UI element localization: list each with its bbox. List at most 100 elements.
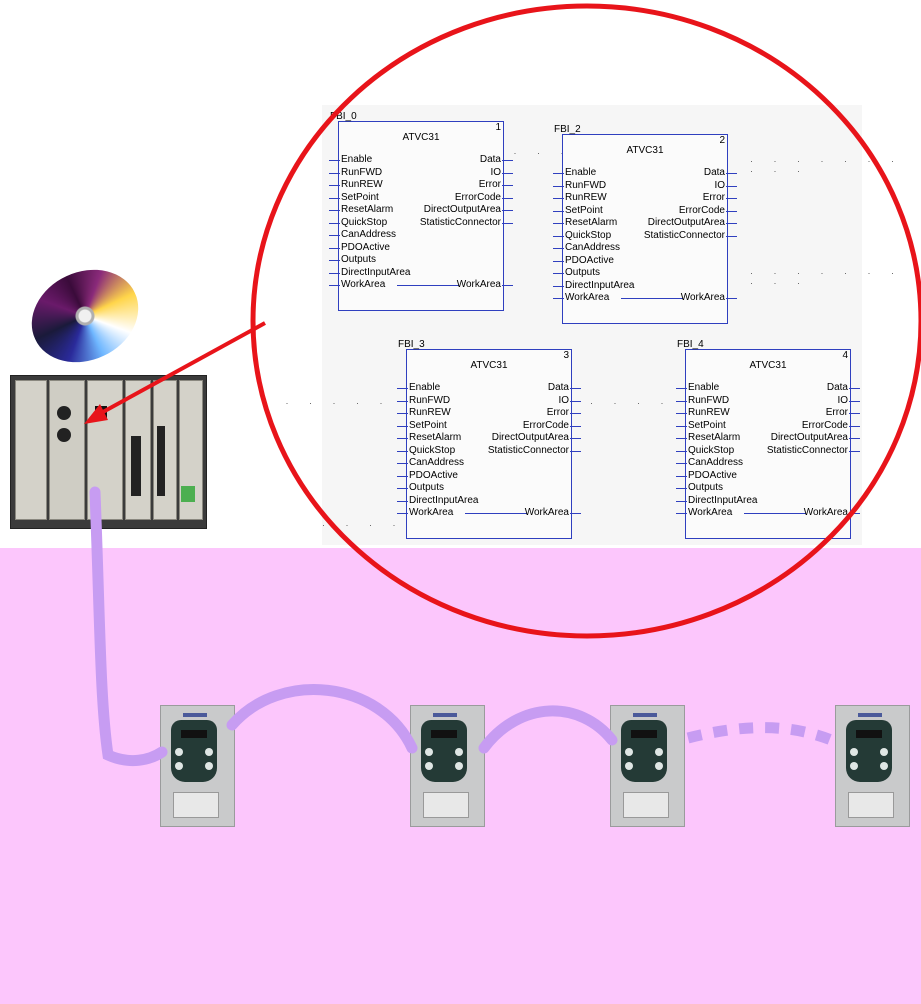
fb-input-pin[interactable]: RunFWD (675, 394, 730, 406)
grid-dots-row: · · · · · · · · · · (750, 268, 903, 288)
fb-input-pin[interactable]: SetPoint (553, 204, 603, 216)
fb-input-pin[interactable]: ResetAlarm (552, 217, 618, 228)
fb-output-pin[interactable]: StatisticConnector (643, 229, 738, 241)
fb-output-pin[interactable]: Error (825, 407, 861, 418)
fb-execution-index: 2 (719, 135, 725, 146)
fb-input-pin[interactable]: CanAddress (675, 457, 744, 468)
fb-input-pin[interactable]: PDOActive (397, 469, 458, 481)
fb-output-pin[interactable]: ErrorCode (522, 419, 582, 431)
fb-output-pin[interactable]: Data (826, 382, 861, 393)
variable-speed-drive-icon (160, 705, 235, 827)
fb-type-name: ATVC31 (626, 145, 664, 156)
fb-input-pin[interactable]: RunFWD (396, 394, 451, 406)
fb-instance-name: FBI_3 (398, 339, 425, 350)
fb-output-pin[interactable]: StatisticConnector (766, 444, 861, 456)
fb-input-pin[interactable]: WorkArea (396, 507, 454, 518)
variable-speed-drive-icon (610, 705, 685, 827)
fb-output-pin[interactable]: DirectOutputArea (423, 204, 514, 215)
fb-output-pin[interactable]: WorkArea (456, 279, 514, 290)
fb-output-pin[interactable]: DirectOutputArea (770, 432, 861, 443)
variable-speed-drive-icon (835, 705, 910, 827)
fb-input-pin[interactable]: PDOActive (676, 469, 737, 481)
fb-input-pin[interactable]: CanAddress (552, 242, 621, 253)
fb-input-pin[interactable]: Outputs (328, 254, 377, 265)
fb-input-pin[interactable]: Enable (675, 382, 720, 393)
fb-input-pin[interactable]: ResetAlarm (675, 432, 741, 443)
fb-output-pin[interactable]: IO (837, 394, 860, 406)
fb-input-pin[interactable]: Outputs (396, 482, 445, 493)
workarea-passthrough-wire (621, 298, 683, 299)
fb-input-pin[interactable]: Enable (328, 154, 373, 165)
fb-instance-name: FBI_2 (554, 124, 581, 135)
fb-output-pin[interactable]: ErrorCode (454, 191, 514, 203)
variable-speed-drive-icon (410, 705, 485, 827)
fb-execution-index: 4 (842, 350, 848, 361)
fb-input-pin[interactable]: Enable (396, 382, 441, 393)
fb-instance-name: FBI_4 (677, 339, 704, 350)
fb-output-pin[interactable]: Error (546, 407, 582, 418)
fb-output-pin[interactable]: Data (703, 167, 738, 178)
fb-input-pin[interactable]: RunREW (329, 179, 383, 190)
fb-execution-index: 1 (495, 122, 501, 133)
grid-dots-row: · · · · · · · · · · (750, 156, 903, 176)
fb-input-pin[interactable]: ResetAlarm (396, 432, 462, 443)
fb-input-pin[interactable]: Outputs (552, 267, 601, 278)
fb-output-pin[interactable]: ErrorCode (678, 204, 738, 216)
fb-input-pin[interactable]: RunFWD (552, 179, 607, 191)
workarea-passthrough-wire (465, 513, 527, 514)
fb-output-pin[interactable]: Error (478, 179, 514, 190)
fb-input-pin[interactable]: Enable (552, 167, 597, 178)
fb-output-pin[interactable]: Data (479, 154, 514, 165)
fb-output-pin[interactable]: StatisticConnector (487, 444, 582, 456)
fb-input-pin[interactable]: DirectInputArea (328, 266, 411, 278)
fb-input-pin[interactable]: ResetAlarm (328, 204, 394, 215)
fb-input-pin[interactable]: PDOActive (553, 254, 614, 266)
fb-execution-index: 3 (563, 350, 569, 361)
fb-input-pin[interactable]: CanAddress (328, 229, 397, 240)
workarea-passthrough-wire (744, 513, 806, 514)
plc-rack-icon (10, 375, 207, 529)
fb-input-pin[interactable]: WorkArea (552, 292, 610, 303)
fb-output-pin[interactable]: IO (714, 179, 737, 191)
fb-input-pin[interactable]: QuickStop (396, 444, 456, 456)
fb-input-pin[interactable]: SetPoint (397, 419, 447, 431)
fb-input-pin[interactable]: WorkArea (675, 507, 733, 518)
fb-output-pin[interactable]: Data (547, 382, 582, 393)
fb-output-pin[interactable]: IO (490, 166, 513, 178)
fb-input-pin[interactable]: RunREW (553, 192, 607, 203)
fb-output-pin[interactable]: Error (702, 192, 738, 203)
fb-input-pin[interactable]: QuickStop (552, 229, 612, 241)
fb-input-pin[interactable]: Outputs (675, 482, 724, 493)
fb-input-pin[interactable]: WorkArea (328, 279, 386, 290)
fb-input-pin[interactable]: CanAddress (396, 457, 465, 468)
fb-output-pin[interactable]: StatisticConnector (419, 216, 514, 228)
fb-output-pin[interactable]: DirectOutputArea (491, 432, 582, 443)
fb-output-pin[interactable]: WorkArea (524, 507, 582, 518)
fb-input-pin[interactable]: DirectInputArea (396, 494, 479, 506)
fb-input-pin[interactable]: PDOActive (329, 241, 390, 253)
fb-input-pin[interactable]: SetPoint (329, 191, 379, 203)
fb-instance-name: FBI_0 (330, 111, 357, 122)
fb-input-pin[interactable]: RunFWD (328, 166, 383, 178)
fb-input-pin[interactable]: DirectInputArea (552, 279, 635, 291)
fb-output-pin[interactable]: WorkArea (680, 292, 738, 303)
fb-input-pin[interactable]: QuickStop (328, 216, 388, 228)
fb-output-pin[interactable]: IO (558, 394, 581, 406)
fb-type-name: ATVC31 (470, 360, 508, 371)
fb-output-pin[interactable]: WorkArea (803, 507, 861, 518)
fb-input-pin[interactable]: RunREW (676, 407, 730, 418)
grid-dots-row: · · · · · · (262, 398, 392, 408)
fb-input-pin[interactable]: SetPoint (676, 419, 726, 431)
fb-type-name: ATVC31 (749, 360, 787, 371)
fb-input-pin[interactable]: DirectInputArea (675, 494, 758, 506)
fb-output-pin[interactable]: ErrorCode (801, 419, 861, 431)
cd-disc-icon (16, 252, 154, 380)
fb-type-name: ATVC31 (402, 132, 440, 143)
fb-input-pin[interactable]: RunREW (397, 407, 451, 418)
fb-input-pin[interactable]: QuickStop (675, 444, 735, 456)
fb-output-pin[interactable]: DirectOutputArea (647, 217, 738, 228)
